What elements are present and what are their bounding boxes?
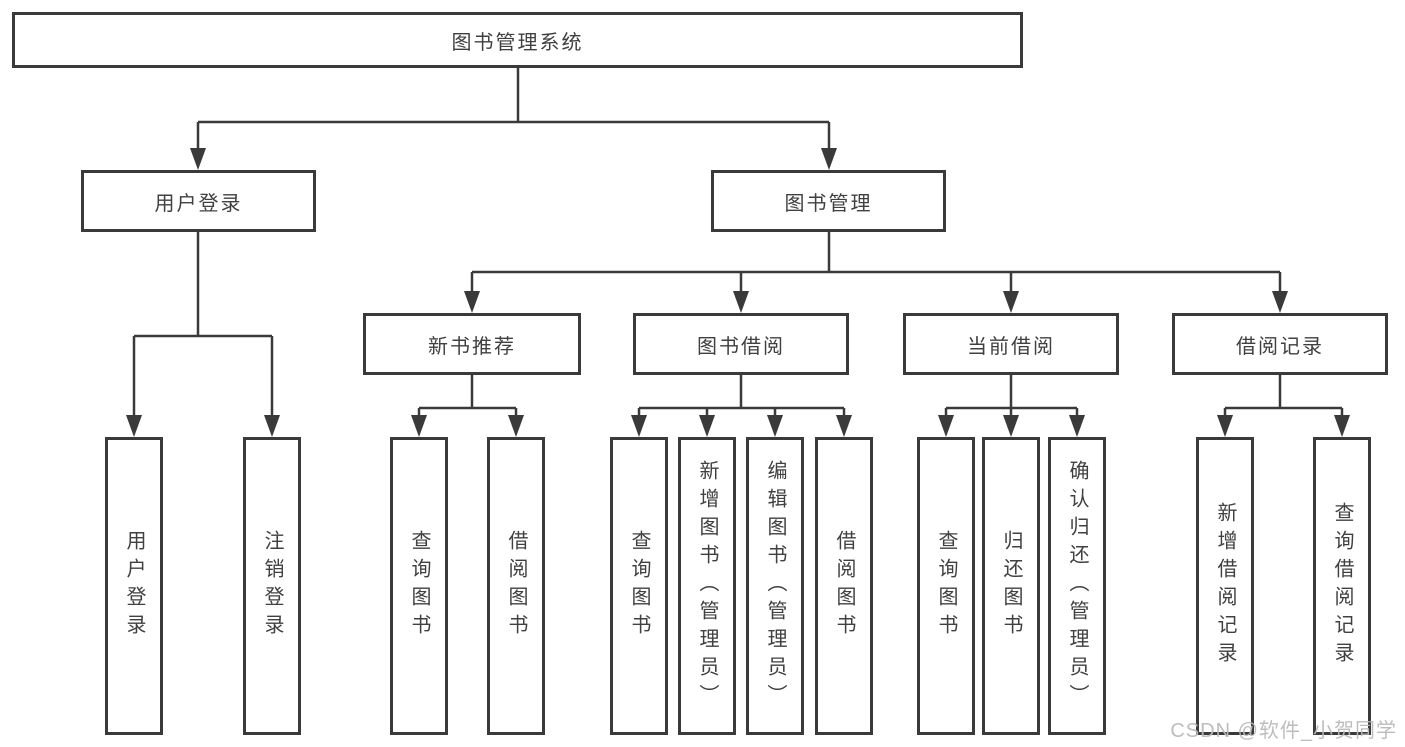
edges-root-to-children <box>190 68 837 170</box>
edges-current-borrowing-to-children <box>938 375 1085 437</box>
leaf-recommend-borrow-books: 借阅图书 <box>487 437 545 735</box>
node-library-management-system: 图书管理系统 <box>12 12 1023 68</box>
leaf-recommend-query-books: 查询图书 <box>390 437 448 735</box>
watermark-text: CSDN @软件_小贺同学 <box>1170 720 1397 742</box>
leaf-borrowing-query-books: 查询图书 <box>610 437 668 735</box>
node-user-login: 用户登录 <box>81 170 316 232</box>
node-borrowing-records: 借阅记录 <box>1172 313 1388 375</box>
leaf-current-query-books: 查询图书 <box>917 437 975 735</box>
leaf-borrowing-borrow-books: 借阅图书 <box>815 437 873 735</box>
leaf-current-return-books: 归还图书 <box>982 437 1040 735</box>
leaf-user-login: 用户登录 <box>105 437 163 735</box>
edges-user-login-to-children <box>126 232 280 437</box>
node-current-borrowing: 当前借阅 <box>903 313 1119 375</box>
node-book-borrowing: 图书借阅 <box>633 313 849 375</box>
node-new-book-recommendation: 新书推荐 <box>363 313 581 375</box>
node-book-management: 图书管理 <box>711 170 946 232</box>
edges-book-borrowing-to-children <box>631 375 852 437</box>
leaf-records-add-borrow-record: 新增借阅记录 <box>1196 437 1254 735</box>
leaf-borrowing-add-books-admin: 新增图书（管理员） <box>678 437 736 735</box>
edges-borrowing-records-to-children <box>1217 375 1350 437</box>
leaf-borrowing-edit-books-admin: 编辑图书（管理员） <box>746 437 804 735</box>
edges-new-book-recommendation-to-children <box>411 375 524 437</box>
leaf-current-confirm-return-admin: 确认归还（管理员） <box>1048 437 1106 735</box>
leaf-logout: 注销登录 <box>243 437 301 735</box>
edges-book-management-to-children <box>464 232 1288 313</box>
leaf-records-query-borrow-record: 查询借阅记录 <box>1313 437 1371 735</box>
